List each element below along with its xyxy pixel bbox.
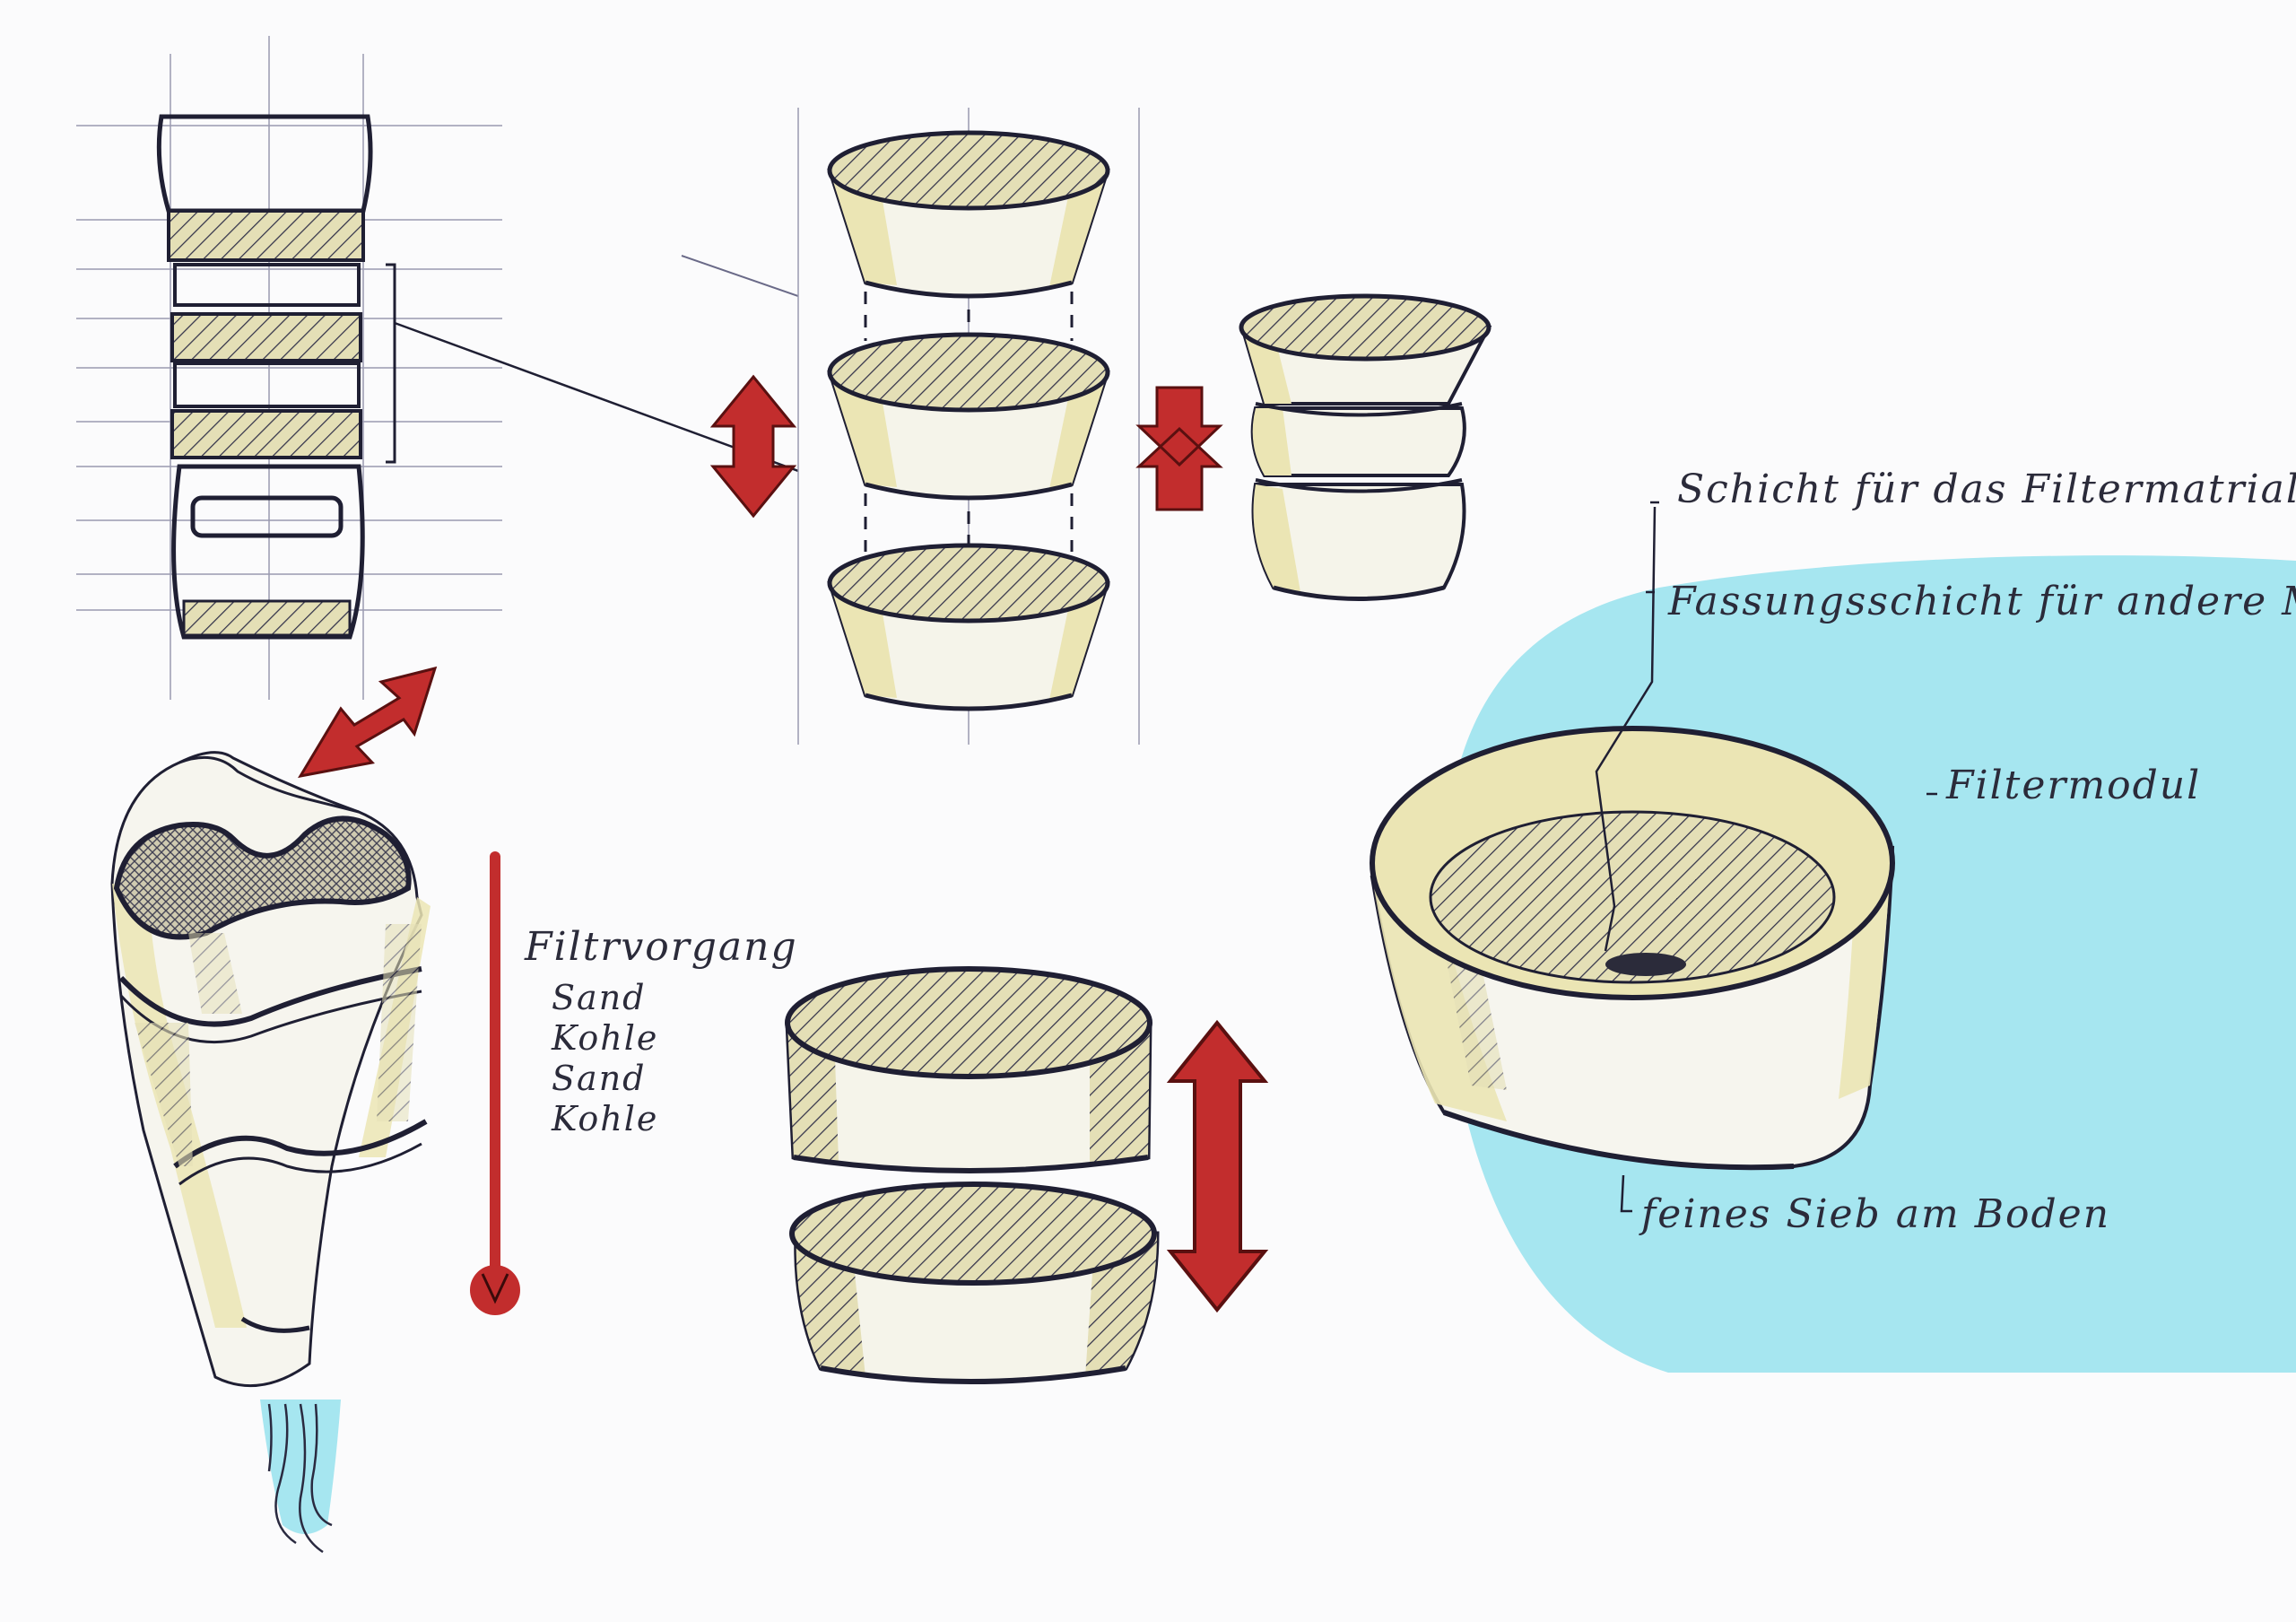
compact-bowl-stack (1239, 293, 1492, 601)
material-sand-1: Sand (552, 978, 647, 1017)
flow-direction-arrow-icon (470, 851, 520, 1315)
tall-filter-stack (76, 36, 799, 700)
compress-arrow-icon (1135, 386, 1223, 511)
filter-layer-label: Schicht für das Filtermatrial (1677, 467, 2296, 512)
mount-layer-label: Fassungsschicht für andere Mod (1668, 579, 2296, 624)
bowl-middle (827, 332, 1110, 501)
vertical-move-arrow-icon (1166, 1019, 1269, 1313)
water-outflow (260, 1400, 341, 1554)
filter-module-large (1370, 501, 1937, 1213)
filter-tower (110, 751, 430, 1388)
exploded-bowl-stack (797, 108, 1140, 745)
material-kohle-2: Kohle (552, 1099, 659, 1138)
material-kohle-1: Kohle (552, 1018, 659, 1058)
transition-arrow-icon (297, 666, 438, 779)
large-bowl-pair (785, 966, 1160, 1384)
process-title: Filtrvorgang (525, 924, 798, 970)
filter-module-label: Filtermodul (1946, 763, 2202, 808)
bowl-bottom (827, 543, 1110, 711)
bowl-top (827, 130, 1110, 299)
expand-arrow-icon (709, 374, 797, 519)
material-sand-2: Sand (552, 1059, 647, 1098)
sieve-label: feines Sieb am Boden (1641, 1191, 2111, 1237)
